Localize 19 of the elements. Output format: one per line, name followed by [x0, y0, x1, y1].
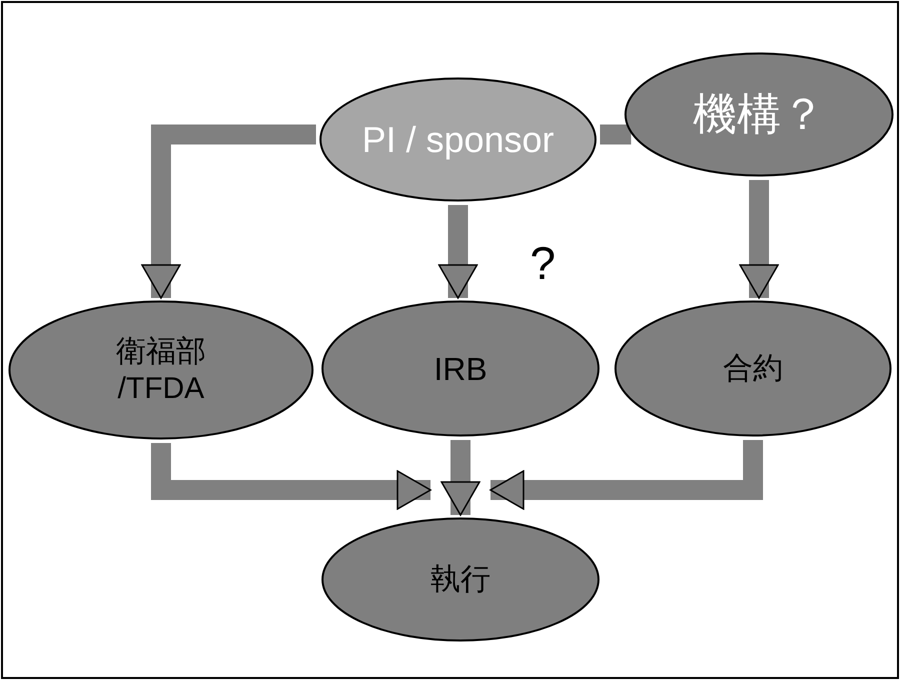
node-label: 衛福部 /TFDA: [115, 334, 207, 407]
block-arrow: [440, 440, 480, 516]
ellipse-node: [624, 52, 894, 177]
node-label: 合約: [723, 350, 783, 387]
ellipse-node: [614, 300, 892, 437]
block-arrow: [438, 205, 478, 299]
ellipse-node: [8, 300, 314, 440]
ellipse-node: [321, 300, 600, 437]
block-arrow: [490, 440, 763, 510]
node-label: 執行: [430, 562, 490, 598]
question-mark: ?: [530, 240, 556, 286]
block-arrow: [151, 443, 432, 510]
node-label: IRB: [434, 350, 488, 388]
block-arrow: [141, 124, 316, 299]
ellipse-node: [319, 77, 597, 202]
block-arrow: [739, 180, 779, 299]
node-label: 機構？: [693, 89, 825, 141]
node-label: PI / sponsor: [362, 118, 554, 162]
ellipse-node: [321, 517, 600, 642]
